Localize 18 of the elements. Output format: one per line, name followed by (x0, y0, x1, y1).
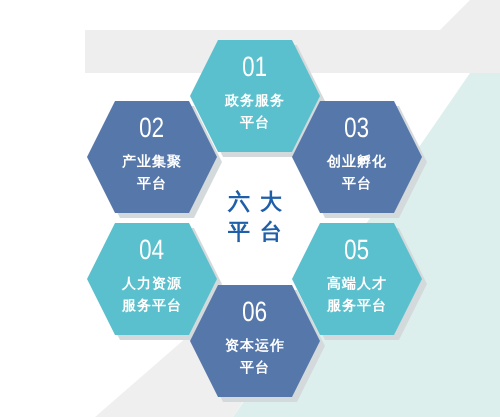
number-label: 05 (344, 235, 370, 265)
number-label: 03 (344, 113, 370, 143)
hexagon (87, 101, 223, 219)
platform-name: 创业孵化平台 (326, 153, 388, 194)
platform-name: 政务服务平台 (224, 92, 286, 133)
hexagon (292, 223, 428, 341)
hexagon (87, 223, 223, 341)
platform-name: 高端人才服务平台 (326, 274, 388, 316)
platform-name: 资本运作平台 (224, 337, 286, 378)
center-title: 六大平台 (226, 189, 293, 247)
hexagon (190, 285, 326, 403)
hexagon (292, 101, 428, 219)
number-label: 01 (242, 52, 268, 82)
number-label: 02 (140, 113, 164, 143)
number-label: 04 (140, 235, 164, 265)
number-label: 06 (242, 297, 268, 327)
platform-name: 人力资源服务平台 (121, 275, 183, 316)
platform-name: 产业集聚平台 (121, 153, 183, 194)
